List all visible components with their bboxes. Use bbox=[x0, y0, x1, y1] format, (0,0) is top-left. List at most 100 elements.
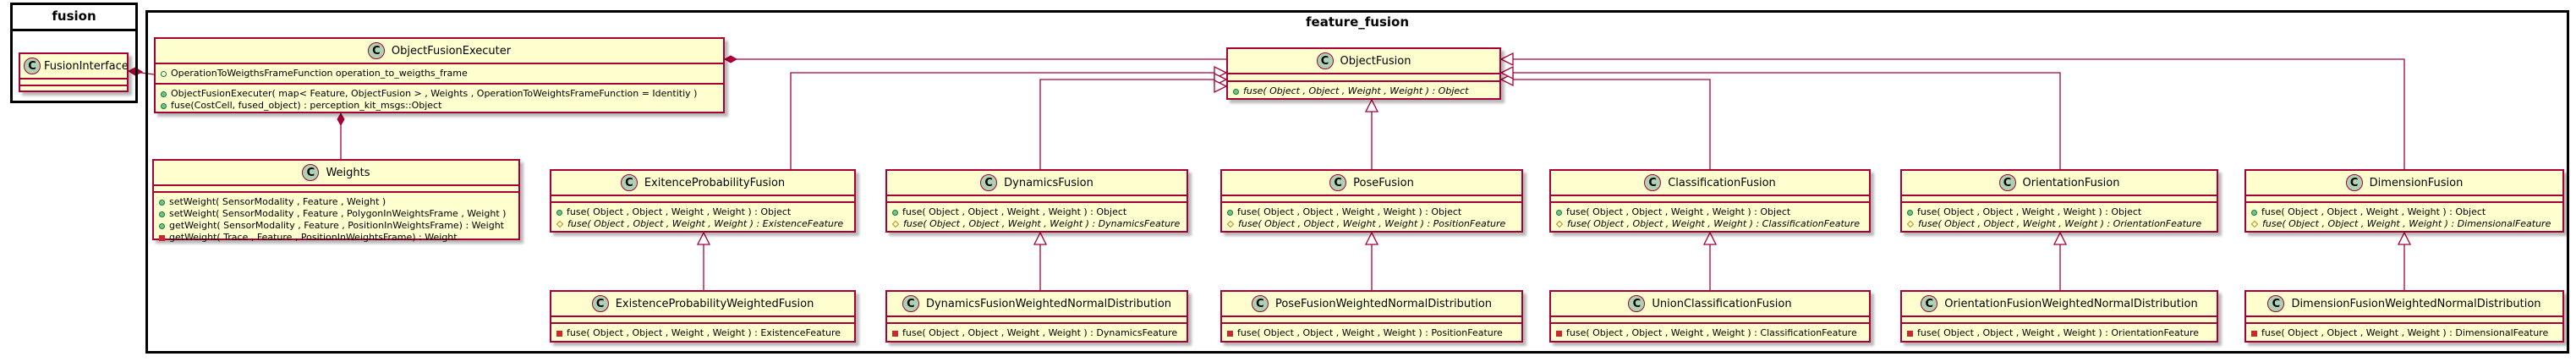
class-classification-fusion[interactable]: C ClassificationFusion fuse( Object , Ob… bbox=[1549, 169, 1871, 233]
method-row: fuse( Object , Object , Weight , Weight … bbox=[1907, 327, 2212, 339]
method-row: fuse( Object , Object , Weight , Weight … bbox=[1226, 218, 1516, 230]
class-name: FusionInterface bbox=[44, 59, 129, 73]
class-header: C FusionInterface bbox=[20, 54, 129, 80]
public-method-icon bbox=[1227, 209, 1233, 216]
method-row: fuse( Object , Object , Weight , Weight … bbox=[891, 218, 1181, 230]
class-header: C DynamicsFusion bbox=[887, 171, 1187, 196]
public-method-icon bbox=[556, 209, 562, 216]
class-header: C ClassificationFusion bbox=[1551, 171, 1869, 196]
class-stereotype-icon: C bbox=[367, 42, 385, 59]
method-row: fuse( Object , Object , Weight , Weight … bbox=[1555, 218, 1864, 230]
method-row: getWeight( Trace , Feature , PositionInW… bbox=[159, 232, 513, 244]
public-method-icon bbox=[1556, 209, 1562, 216]
method-row: fuse( Object , Object , Weight , Weight … bbox=[1233, 85, 1494, 97]
method-row: fuse( Object , Object , Weight , Weight … bbox=[556, 327, 849, 339]
class-methods: fuse( Object , Object , Weight , Weight … bbox=[2246, 203, 2562, 233]
method-row: setWeight( SensorModality , Feature , We… bbox=[159, 196, 513, 208]
class-header: C OrientationFusion bbox=[1902, 171, 2217, 196]
class-fields bbox=[20, 80, 127, 86]
method-row: fuse( Object , Object , Weight , Weight … bbox=[892, 327, 1181, 339]
public-method-icon bbox=[161, 102, 167, 109]
class-object-fusion[interactable]: C ObjectFusion fuse( Object , Object , W… bbox=[1226, 47, 1501, 100]
class-name: DimensionFusion bbox=[2369, 176, 2464, 189]
class-header: C PoseFusionWeightedNormalDistribution bbox=[1222, 292, 1521, 317]
class-name: OrientationFusion bbox=[2022, 176, 2120, 189]
method-row: fuse( Object , Object , Weight , Weight … bbox=[556, 206, 849, 218]
private-method-icon bbox=[2251, 330, 2257, 337]
class-stereotype-icon: C bbox=[302, 164, 320, 181]
class-methods: fuse( Object , Object , Weight , Weight … bbox=[1222, 324, 1521, 343]
class-header: C PoseFusion bbox=[1222, 171, 1521, 196]
class-methods: setWeight( SensorModality , Feature , We… bbox=[154, 193, 518, 247]
class-header: C OrientationFusionWeightedNormalDistrib… bbox=[1902, 292, 2217, 317]
private-method-icon bbox=[892, 330, 898, 337]
class-weights[interactable]: C Weights setWeight( SensorModality , Fe… bbox=[152, 159, 520, 243]
field-row: OperationToWeigthsFrameFunction operatio… bbox=[161, 68, 718, 80]
class-methods: ObjectFusionExecuter( map< Feature, Obje… bbox=[156, 85, 723, 115]
class-name: Weights bbox=[326, 166, 370, 179]
private-method-icon bbox=[1227, 330, 1233, 337]
package-feature-fusion-title: feature_fusion bbox=[1306, 14, 1409, 30]
class-name: ClassificationFusion bbox=[1668, 176, 1776, 189]
method-row: fuse( Object , Object , Weight , Weight … bbox=[1907, 206, 2212, 218]
class-header: C DimensionFusion bbox=[2246, 171, 2562, 196]
class-stereotype-icon: C bbox=[1921, 295, 1938, 312]
class-name: ObjectFusionExecuter bbox=[391, 44, 512, 58]
class-name: ExistenceProbabilityWeightedFusion bbox=[615, 297, 814, 310]
class-fields bbox=[1902, 317, 2217, 324]
class-name: ExitenceProbabilityFusion bbox=[644, 176, 786, 189]
class-stereotype-icon: C bbox=[2345, 174, 2363, 191]
class-pose-fusion[interactable]: C PoseFusion fuse( Object , Object , Wei… bbox=[1220, 169, 1523, 233]
protected-method-icon bbox=[1226, 220, 1235, 228]
class-fields bbox=[154, 186, 518, 193]
class-methods: fuse( Object , Object , Weight , Weight … bbox=[1222, 203, 1521, 233]
public-method-icon bbox=[2251, 209, 2257, 216]
public-method-icon bbox=[161, 90, 167, 97]
class-fields bbox=[1902, 196, 2217, 203]
method-row: fuse( Object , Object , Weight , Weight … bbox=[2250, 218, 2557, 230]
class-header: C ObjectFusion bbox=[1228, 49, 1499, 74]
class-header: C ExitenceProbabilityFusion bbox=[551, 171, 854, 196]
class-stereotype-icon: C bbox=[1251, 295, 1269, 312]
method-row: fuse( Object , Object , Weight , Weight … bbox=[1906, 218, 2212, 230]
protected-method-icon bbox=[2250, 220, 2259, 228]
class-methods: fuse( Object , Object , Weight , Weight … bbox=[887, 203, 1187, 233]
class-header: C DynamicsFusionWeightedNormalDistributi… bbox=[887, 292, 1187, 317]
protected-method-icon bbox=[891, 220, 900, 228]
package-feature-fusion: feature_fusion bbox=[145, 10, 2569, 354]
class-methods: fuse( Object , Object , Weight , Weight … bbox=[1228, 82, 1499, 101]
class-fields bbox=[1551, 317, 1869, 324]
package-fusion-tab: fusion bbox=[10, 3, 138, 31]
class-dimension-fusion[interactable]: C DimensionFusion fuse( Object , Object … bbox=[2244, 169, 2564, 233]
class-header: C ObjectFusionExecuter bbox=[156, 39, 723, 64]
public-method-icon bbox=[159, 222, 165, 229]
class-stereotype-icon: C bbox=[620, 174, 638, 191]
class-existence-probability-fusion[interactable]: C ExitenceProbabilityFusion fuse( Object… bbox=[550, 169, 856, 233]
composition-diamond bbox=[723, 55, 738, 63]
class-object-fusion-executer[interactable]: C ObjectFusionExecuter OperationToWeigth… bbox=[154, 37, 725, 113]
method-row: fuse( Object , Object , Weight , Weight … bbox=[892, 206, 1181, 218]
class-pose-fusion-weighted-normal-distribution[interactable]: C PoseFusionWeightedNormalDistribution f… bbox=[1220, 290, 1523, 343]
class-fields bbox=[887, 317, 1187, 324]
method-row: fuse( Object , Object , Weight , Weight … bbox=[556, 218, 849, 230]
class-name: DynamicsFusion bbox=[1004, 176, 1093, 189]
class-name: PoseFusion bbox=[1353, 176, 1414, 189]
class-methods: fuse( Object , Object , Weight , Weight … bbox=[1551, 203, 1869, 233]
class-methods: fuse( Object , Object , Weight , Weight … bbox=[887, 324, 1187, 343]
class-fusion-interface[interactable]: C FusionInterface bbox=[19, 52, 129, 92]
public-method-icon bbox=[159, 211, 165, 217]
class-existence-probability-weighted-fusion[interactable]: C ExistenceProbabilityWeightedFusion fus… bbox=[550, 290, 856, 343]
class-header: C ExistenceProbabilityWeightedFusion bbox=[551, 292, 854, 317]
method-row: fuse( Object , Object , Weight , Weight … bbox=[2251, 206, 2557, 218]
class-dynamics-fusion[interactable]: C DynamicsFusion fuse( Object , Object ,… bbox=[885, 169, 1188, 233]
class-dimension-fusion-weighted-normal-distribution[interactable]: C DimensionFusionWeightedNormalDistribut… bbox=[2244, 290, 2564, 343]
class-orientation-fusion-weighted-normal-distribution[interactable]: C OrientationFusionWeightedNormalDistrib… bbox=[1900, 290, 2218, 343]
class-union-classification-fusion[interactable]: C UnionClassificationFusion fuse( Object… bbox=[1549, 290, 1871, 343]
class-dynamics-fusion-weighted-normal-distribution[interactable]: C DynamicsFusionWeightedNormalDistributi… bbox=[885, 290, 1188, 343]
public-field-icon bbox=[161, 70, 167, 77]
method-row: fuse( Object , Object , Weight , Weight … bbox=[1227, 206, 1516, 218]
private-method-icon bbox=[1556, 330, 1562, 337]
class-stereotype-icon: C bbox=[1644, 174, 1662, 191]
class-orientation-fusion[interactable]: C OrientationFusion fuse( Object , Objec… bbox=[1900, 169, 2218, 233]
